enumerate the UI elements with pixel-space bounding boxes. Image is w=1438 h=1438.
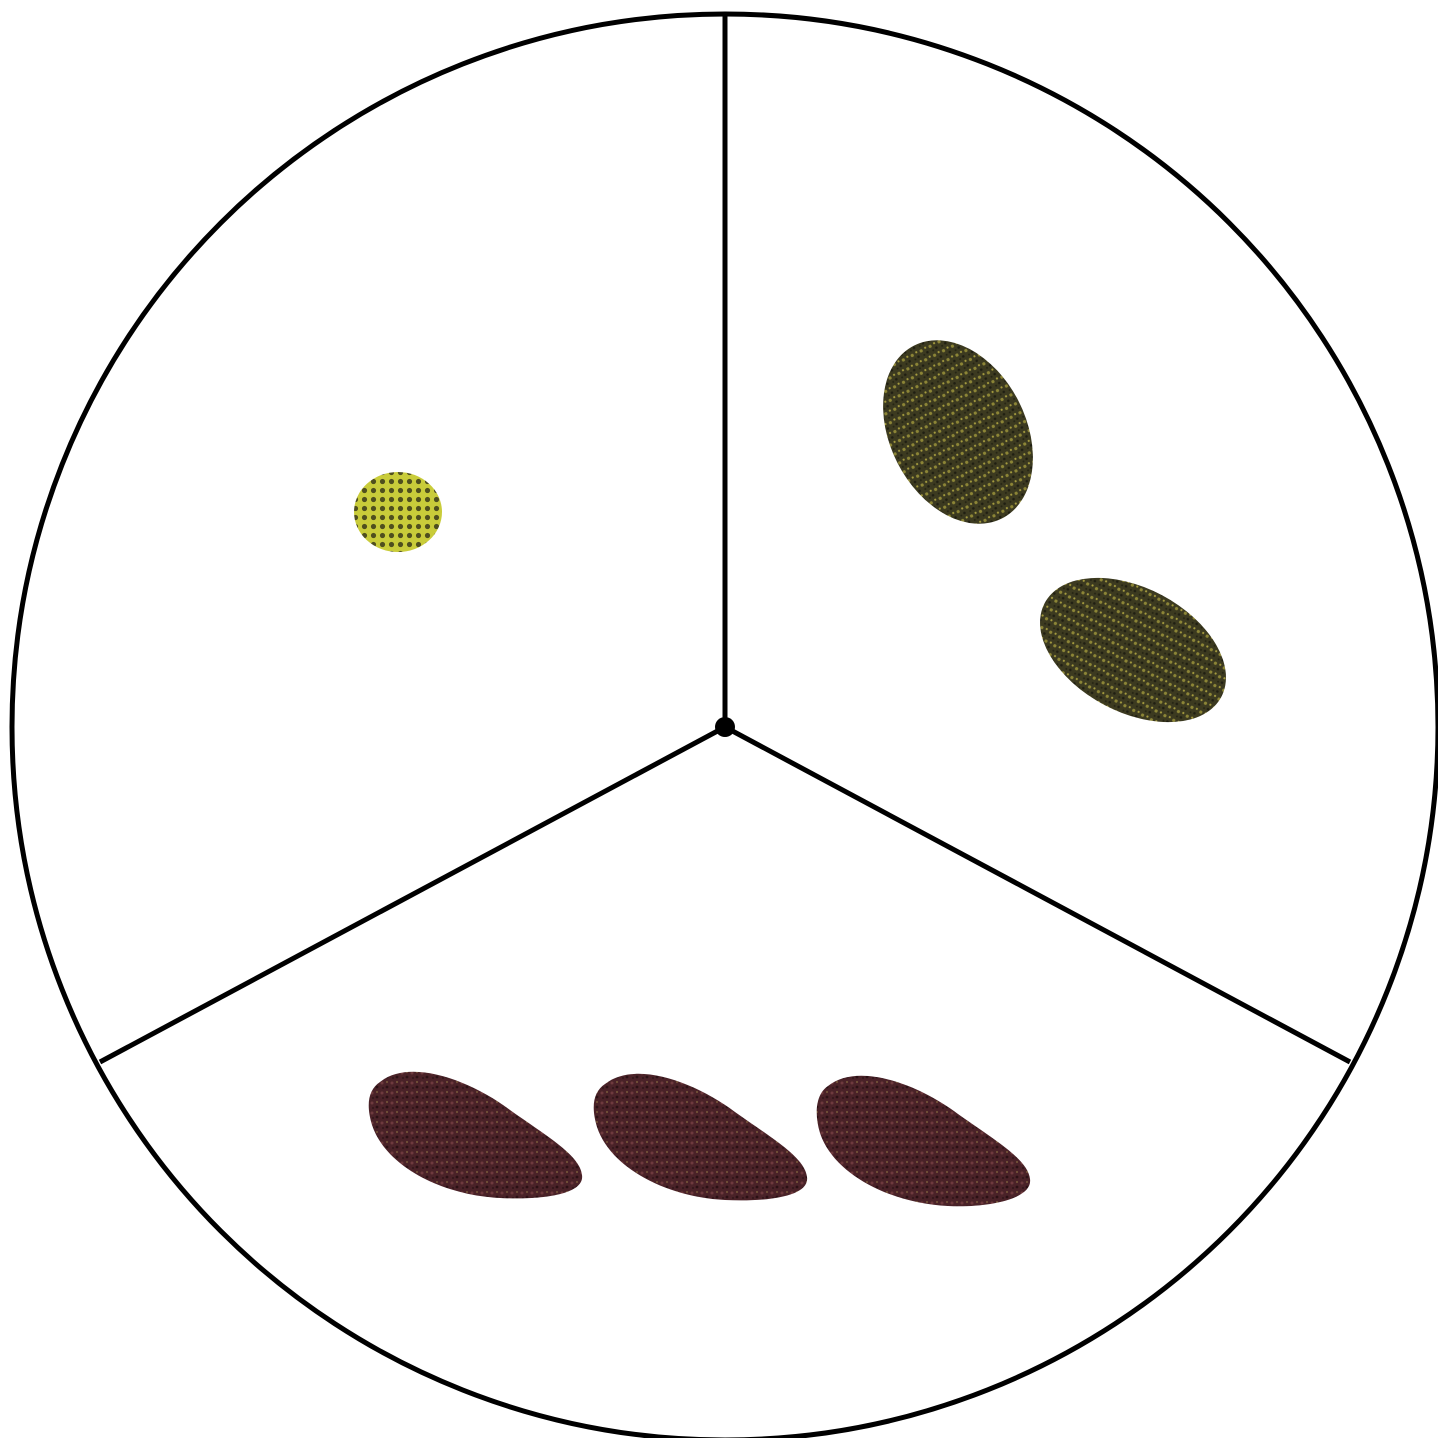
sector-top-left [354, 472, 442, 552]
round-pollen-grain [354, 472, 442, 552]
center-point [715, 717, 735, 737]
